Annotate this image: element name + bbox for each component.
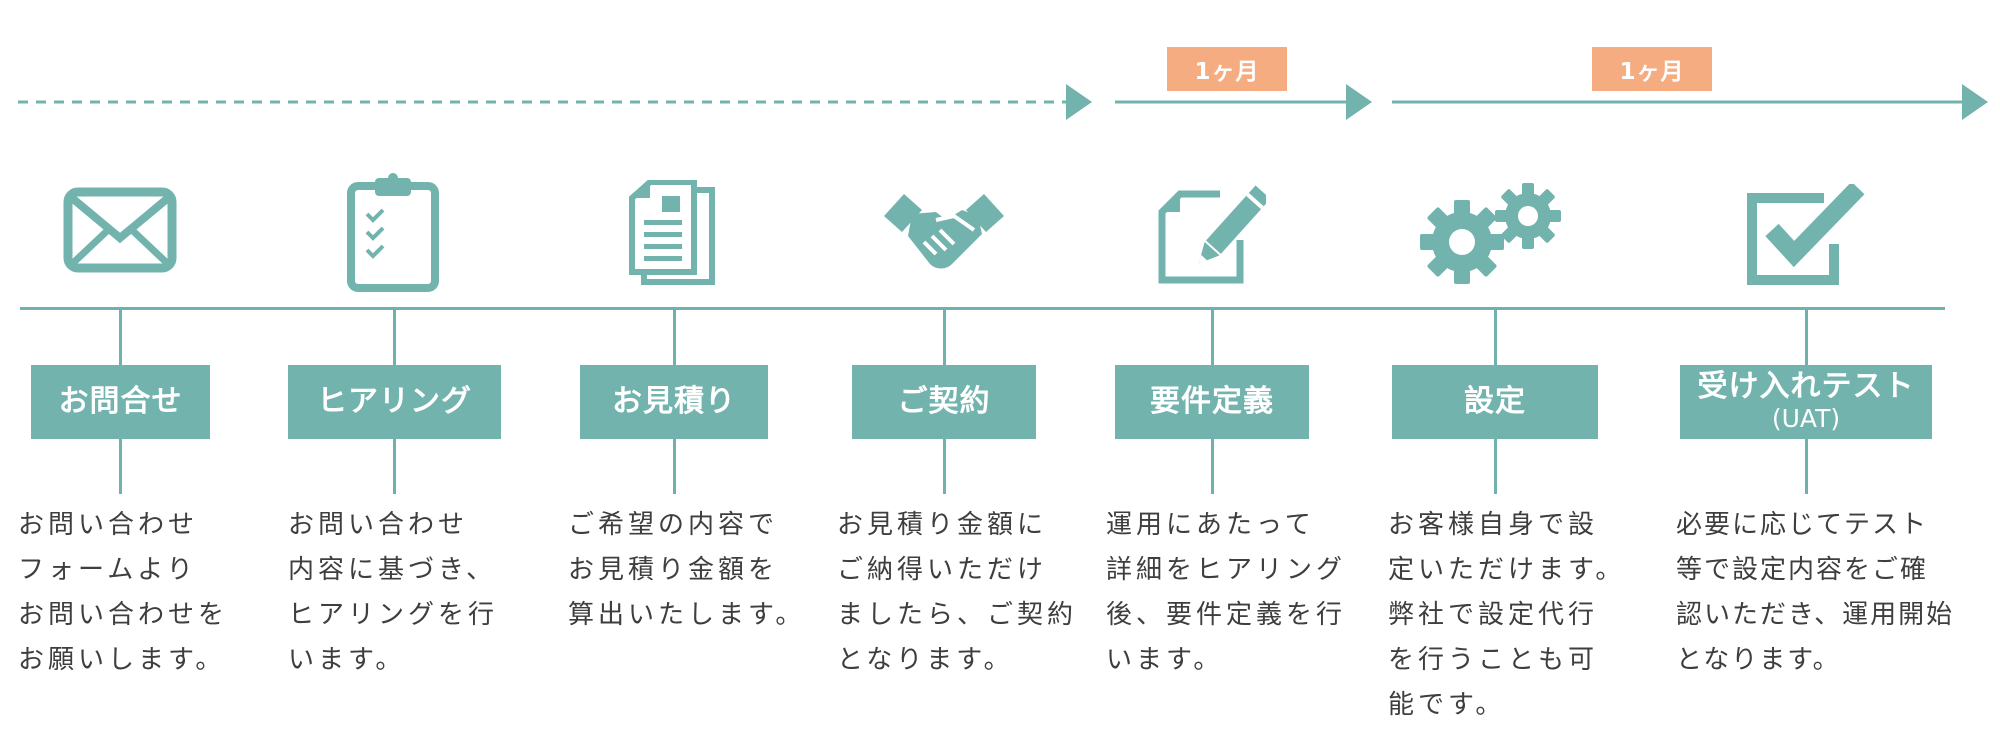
step-title: お問合せ	[58, 383, 183, 419]
duration-badge-2: 1ヶ月	[1592, 47, 1712, 91]
step-description-hearing: お問い合わせ 内容に基づき、 ヒアリングを行 います。	[288, 510, 499, 675]
step-box-inquiry: お問合せ	[31, 365, 210, 439]
step-title: 設定	[1464, 383, 1526, 419]
step-connector	[1805, 438, 1808, 494]
duration-badge-1: 1ヶ月	[1167, 47, 1287, 91]
envelope-icon	[63, 187, 177, 273]
step-title: ご契約	[897, 383, 991, 419]
step-box-uat: 受け入れテスト (UAT)	[1680, 365, 1932, 439]
step-connector	[943, 438, 946, 494]
step-connector	[119, 438, 122, 494]
step-connector	[673, 438, 676, 494]
step-description-estimate: ご希望の内容で お見積り金額を 算出いたします。	[568, 510, 806, 630]
step-subtitle: (UAT)	[1771, 403, 1841, 433]
arrow-head-1	[1066, 84, 1092, 120]
documents-icon	[629, 180, 715, 285]
timeline-arrows	[18, 84, 1988, 120]
process-axis	[20, 307, 1945, 310]
arrow-head-3	[1962, 84, 1988, 120]
step-description-contract: お見積り金額に ご納得いただけ ましたら、ご契約 となります。	[837, 510, 1078, 675]
step-description-inquiry: お問い合わせ フォームより お問い合わせを お願いします。	[18, 510, 229, 675]
step-connector	[393, 310, 396, 366]
step-connector	[1494, 310, 1497, 366]
step-description-settings: お客様自身で設 定いただけます。 弊社で設定代行 を行うことも可 能です。	[1388, 510, 1626, 720]
step-connector	[1805, 310, 1808, 366]
step-connector	[1211, 310, 1214, 366]
clipboard-checklist-icon	[347, 173, 439, 292]
step-connector	[119, 310, 122, 366]
arrow-head-2	[1346, 84, 1372, 120]
step-connector	[673, 310, 676, 366]
step-connector	[1211, 438, 1214, 494]
document-pencil-icon	[1158, 185, 1266, 284]
step-connector	[943, 310, 946, 366]
gears-icon	[1420, 183, 1561, 284]
step-title: 要件定義	[1150, 383, 1274, 419]
step-box-hearing: ヒアリング	[288, 365, 501, 439]
step-description-requirements: 運用にあたって 詳細をヒアリング 後、要件定義を行 います。	[1106, 510, 1347, 675]
step-title: ヒアリング	[317, 383, 472, 419]
step-description-uat: 必要に応じてテスト 等で設定内容をご確 認いただき、運用開始 となります。	[1676, 510, 1955, 675]
step-box-requirements: 要件定義	[1115, 365, 1309, 439]
step-box-estimate: お見積り	[580, 365, 768, 439]
step-connector	[1494, 438, 1497, 494]
handshake-icon	[884, 194, 1004, 269]
step-box-settings: 設定	[1392, 365, 1598, 439]
checkbox-icon	[1747, 184, 1865, 285]
step-box-contract: ご契約	[852, 365, 1036, 439]
step-title: 受け入れテスト	[1697, 369, 1915, 405]
step-connector	[393, 438, 396, 494]
step-title: お見積り	[612, 383, 736, 419]
